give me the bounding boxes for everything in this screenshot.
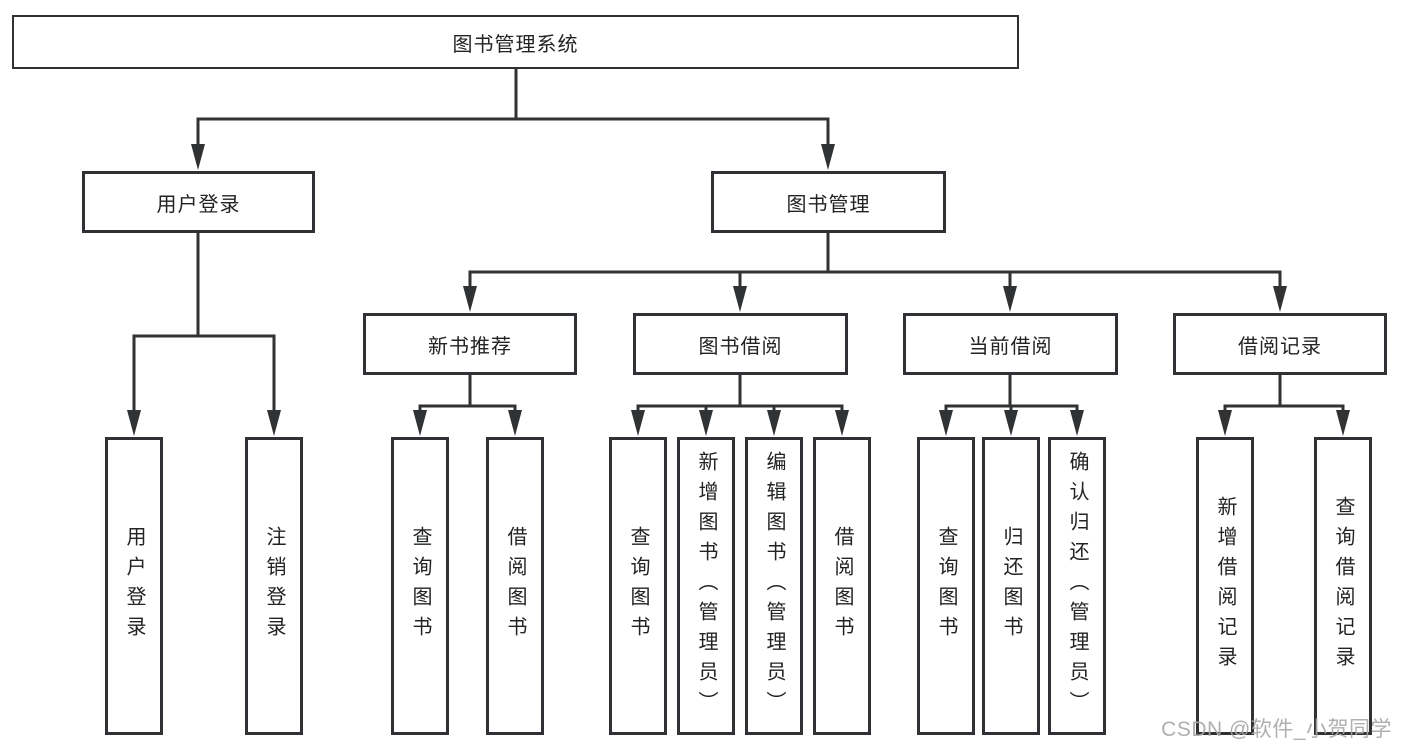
node-new-book-recommend: 新书推荐 [363, 313, 577, 375]
leaf-label: 归还图书 [1000, 526, 1022, 646]
leaf-label: 注销登录 [263, 526, 285, 646]
leaf-return-book: 归还图书 [982, 437, 1040, 735]
leaf-query-borrow-record: 查询借阅记录 [1314, 437, 1372, 735]
leaf-user-login: 用户登录 [105, 437, 163, 735]
leaf-query-book-borrow: 查询图书 [609, 437, 667, 735]
leaf-label: 查询图书 [409, 526, 431, 646]
leaf-label: 用户登录 [123, 526, 145, 646]
node-user-login: 用户登录 [82, 171, 315, 233]
node-label: 当前借阅 [968, 335, 1053, 358]
leaf-label: 查询借阅记录 [1332, 496, 1354, 676]
branch-recommend [413, 372, 522, 436]
leaf-confirm-return-admin: 确认归还（管理员） [1048, 437, 1106, 735]
leaf-edit-book-admin: 编辑图书（管理员） [745, 437, 803, 735]
branch-user-login [127, 230, 281, 436]
node-label: 图书管理 [786, 193, 871, 216]
node-label: 新书推荐 [428, 335, 512, 358]
node-label: 图书借阅 [698, 335, 783, 358]
leaf-label: 查询图书 [935, 526, 957, 646]
leaf-label: 编辑图书（管理员） [763, 451, 785, 721]
leaf-add-borrow-record: 新增借阅记录 [1196, 437, 1254, 735]
node-label: 用户登录 [156, 193, 241, 216]
node-borrow-records: 借阅记录 [1173, 313, 1387, 375]
leaf-query-book-recommend: 查询图书 [391, 437, 449, 735]
watermark: CSDN @软件_小贺同学 [1161, 718, 1392, 741]
leaf-logout: 注销登录 [245, 437, 303, 735]
node-label: 图书管理系统 [452, 33, 579, 56]
branch-current [939, 372, 1084, 436]
branch-borrow [631, 372, 849, 436]
node-book-management: 图书管理 [711, 171, 946, 233]
node-current-borrow: 当前借阅 [903, 313, 1118, 375]
leaf-label: 新增借阅记录 [1214, 496, 1236, 676]
branch-book-management [463, 230, 1287, 312]
leaf-label: 确认归还（管理员） [1066, 451, 1088, 721]
leaf-label: 借阅图书 [504, 526, 526, 646]
leaf-borrow-book: 借阅图书 [813, 437, 871, 735]
leaf-borrow-book-recommend: 借阅图书 [486, 437, 544, 735]
node-library-management-system: 图书管理系统 [12, 15, 1019, 69]
node-label: 借阅记录 [1238, 335, 1322, 358]
leaf-add-book-admin: 新增图书（管理员） [677, 437, 735, 735]
leaf-query-book-current: 查询图书 [917, 437, 975, 735]
leaf-label: 查询图书 [627, 526, 649, 646]
node-book-borrow: 图书借阅 [633, 313, 848, 375]
leaf-label: 借阅图书 [831, 526, 853, 646]
branch-root [191, 66, 835, 170]
leaf-label: 新增图书（管理员） [695, 451, 717, 721]
branch-records [1218, 372, 1350, 436]
